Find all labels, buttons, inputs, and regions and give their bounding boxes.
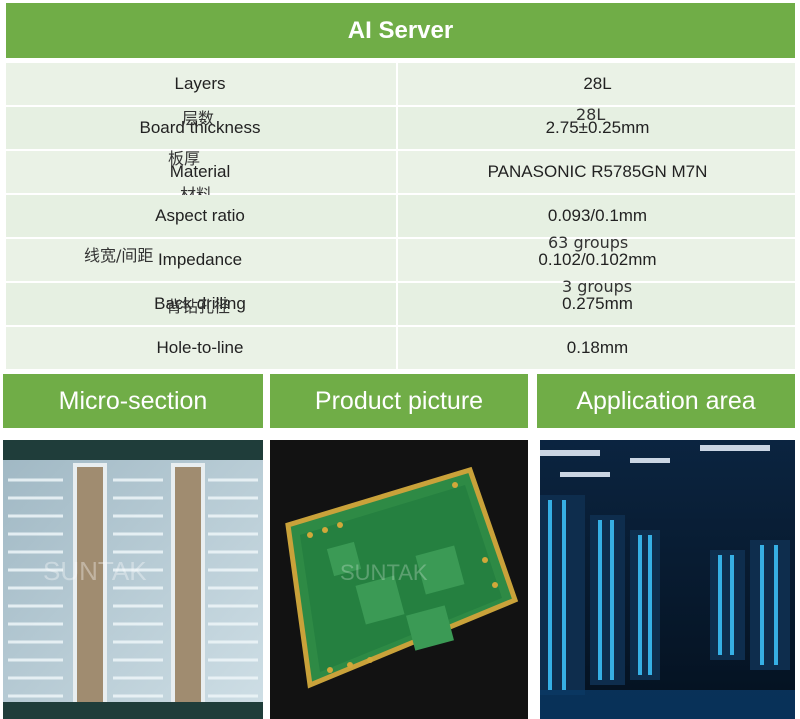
table-row: Hole-to-line 0.18mm: [6, 327, 795, 371]
spec-label-layers: Layers: [174, 74, 226, 93]
spec-label-thickness: Board thickness: [139, 118, 261, 137]
section-title-product: Product picture: [270, 374, 528, 428]
spec-value-backdrill: 0.275mm: [396, 283, 797, 325]
product-image: SUNTAK: [270, 440, 528, 719]
ghost-28l: 28L: [576, 105, 606, 124]
spec-label-aspect: Aspect ratio: [155, 206, 245, 225]
spec-value-material: PANASONIC R5785GN M7N: [396, 151, 797, 193]
section-title-micro: Micro-section: [3, 374, 263, 428]
spec-value-thickness: 2.75±0.25mm: [396, 107, 797, 149]
table-row: Impedance 0.102/0.102mm 线宽/间距 63 groups: [6, 233, 797, 283]
table-row: Layers 28L: [6, 63, 795, 107]
ghost-layers-cn: 层数: [182, 109, 215, 128]
table-row: Board thickness 2.75±0.25mm 层数 28L: [6, 105, 797, 151]
page-title: AI Server: [6, 3, 795, 58]
table-row: Aspect ratio 0.093/0.1mm: [6, 195, 795, 239]
table-row: Back drilling 0.275mm 背钻孔径 3 groups: [6, 277, 797, 327]
ghost-line-cn: 线宽/间距: [84, 246, 154, 265]
spec-label-material: Material: [169, 162, 231, 181]
spec-value-aspect: 0.093/0.1mm: [396, 195, 797, 237]
spec-value-hole: 0.18mm: [396, 327, 797, 369]
spec-value-layers: 28L: [396, 63, 797, 105]
micro-section-image: SUNTAK: [3, 440, 263, 719]
spec-label-impedance: Impedance: [157, 250, 243, 269]
spec-value-impedance: 0.102/0.102mm: [396, 239, 797, 281]
spec-label-hole: Hole-to-line: [156, 338, 244, 357]
section-title-application: Application area: [537, 374, 795, 428]
ghost-backdrill-groups: 3 groups: [562, 277, 633, 296]
spec-table: Layers 28L Board thickness 2.75±0.25mm 层…: [6, 63, 795, 371]
watermark-text: SUNTAK: [340, 560, 428, 585]
ghost-thickness-cn: 板厚: [168, 149, 201, 168]
ghost-impedance-groups: 63 groups: [548, 233, 629, 252]
ghost-backdrill-cn: 背钻孔径: [166, 297, 231, 316]
table-row: Material PANASONIC R5785GN M7N 板厚 材料: [6, 149, 797, 204]
watermark-text: SUNTAK: [43, 556, 147, 586]
spec-label-backdrill: Back drilling: [154, 294, 246, 313]
application-image: [540, 440, 795, 719]
